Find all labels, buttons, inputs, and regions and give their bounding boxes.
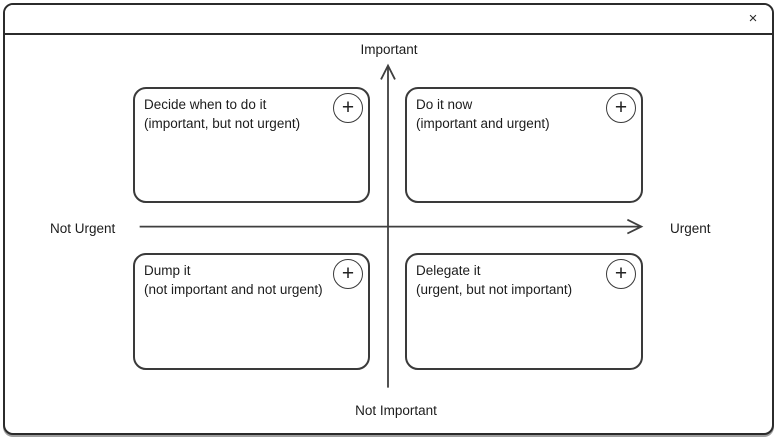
- matrix-canvas: Important Not Important Not Urgent Urgen…: [5, 35, 772, 433]
- axes-graphic: [139, 63, 644, 388]
- quadrant-title: Do it now: [416, 97, 473, 112]
- right-arrow-icon: [626, 218, 644, 235]
- app-window: × Important Not Important Not Urgent Urg…: [3, 3, 774, 435]
- quadrant-title: Delegate it: [416, 263, 481, 278]
- quadrant-card-dump-it: Dump it (not important and not urgent) +: [133, 253, 370, 370]
- titlebar: ×: [5, 5, 772, 35]
- add-task-button[interactable]: +: [606, 93, 636, 123]
- axis-label-important: Important: [360, 42, 418, 57]
- quadrant-title: Dump it: [144, 263, 191, 278]
- add-task-button[interactable]: +: [606, 259, 636, 289]
- up-arrow-icon: [380, 63, 396, 80]
- quadrant-subtitle: (important, but not urgent): [144, 116, 301, 131]
- axis-label-urgent: Urgent: [670, 221, 711, 236]
- quadrant-card-decide: Decide when to do it (important, but not…: [133, 87, 370, 203]
- add-task-button[interactable]: +: [333, 259, 363, 289]
- quadrant-subtitle: (urgent, but not important): [416, 282, 573, 297]
- add-task-button[interactable]: +: [333, 93, 363, 123]
- close-icon[interactable]: ×: [744, 10, 762, 28]
- quadrant-card-do-it-now: Do it now (important and urgent) +: [405, 87, 643, 203]
- quadrant-subtitle: (not important and not urgent): [144, 282, 323, 297]
- axis-label-not-urgent: Not Urgent: [50, 221, 116, 236]
- quadrant-title: Decide when to do it: [144, 97, 267, 112]
- quadrant-subtitle: (important and urgent): [416, 116, 550, 131]
- axis-label-not-important: Not Important: [355, 403, 437, 418]
- quadrant-card-delegate-it: Delegate it (urgent, but not important) …: [405, 253, 643, 370]
